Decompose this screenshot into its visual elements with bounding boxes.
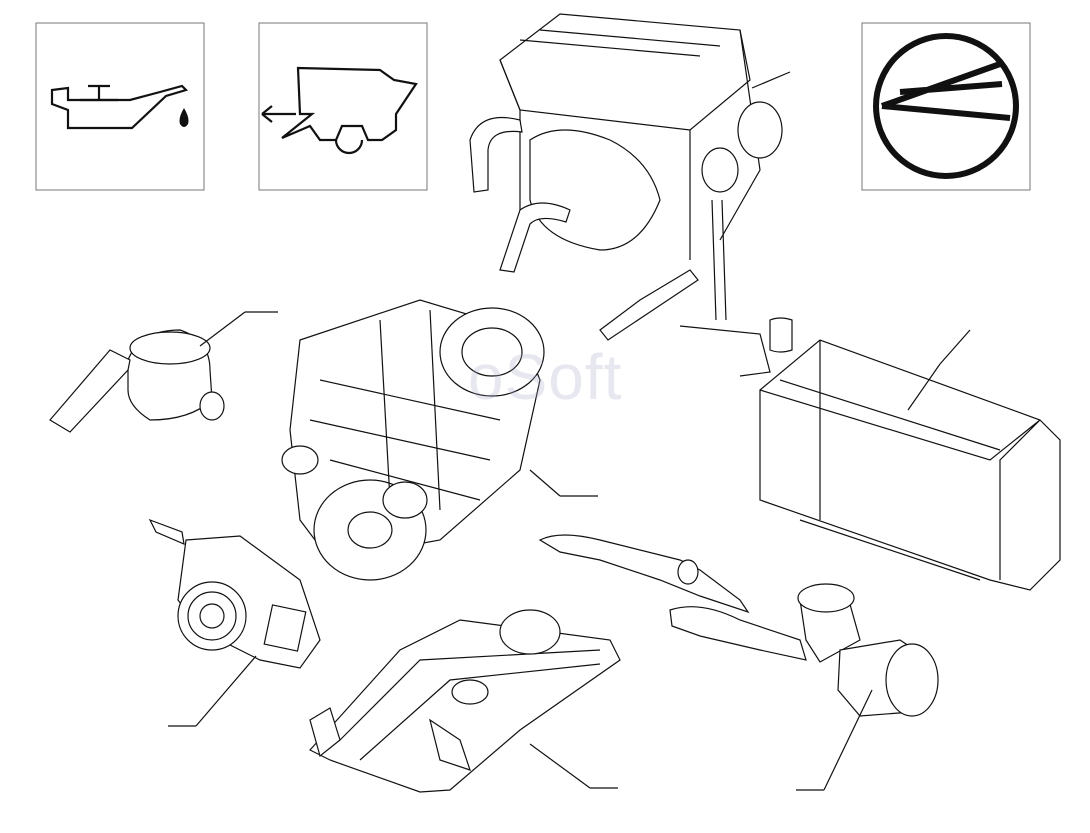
combine-harvester-icon[interactable] [258, 22, 428, 191]
engine-block[interactable] [281, 299, 598, 581]
engine-mounting-frame[interactable] [309, 609, 621, 793]
air-cleaner-intake[interactable] [49, 311, 278, 433]
fuel-tank[interactable] [679, 317, 1061, 591]
filter-circle-icon[interactable] [861, 22, 1031, 191]
oil-can-icon[interactable] [35, 22, 205, 191]
exhaust-muffler[interactable] [538, 534, 939, 791]
radiator-cooling-package[interactable] [469, 13, 791, 341]
engine-front-cover[interactable] [148, 518, 321, 727]
